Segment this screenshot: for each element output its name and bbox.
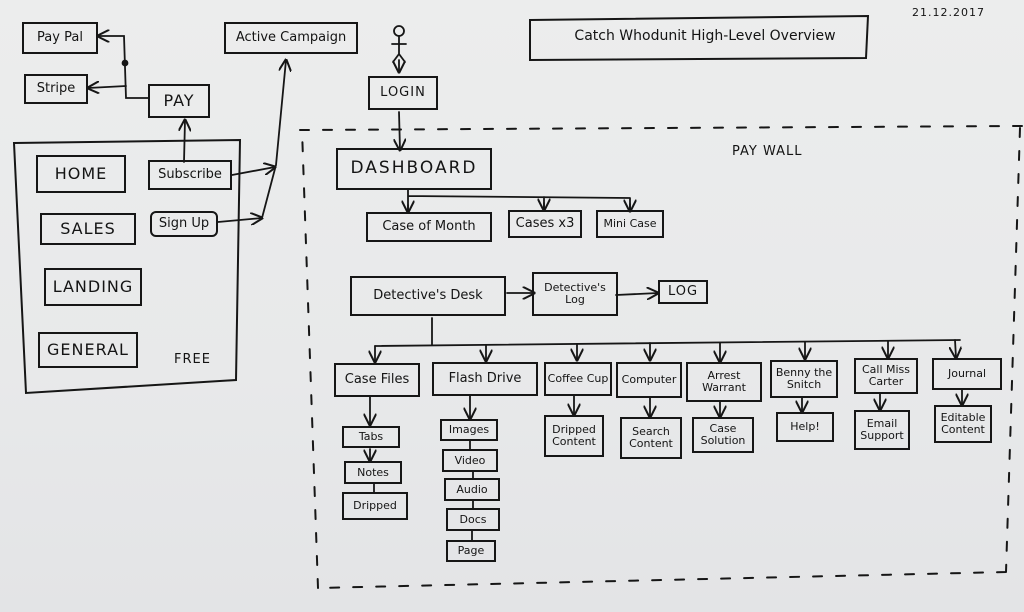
mini-case-box[interactable]: Mini Case (596, 210, 664, 238)
cases-x3-box[interactable]: Cases x3 (508, 210, 582, 238)
case-solution-box[interactable]: Case Solution (692, 417, 754, 453)
journal-box[interactable]: Journal (932, 358, 1002, 390)
detectives-desk-box[interactable]: Detective's Desk (350, 276, 506, 316)
login-box[interactable]: LOGIN (368, 76, 438, 110)
detectives-log-box[interactable]: Detective's Log (532, 272, 618, 316)
sketch-date: 21.12.2017 (912, 6, 985, 19)
notes-box[interactable]: Notes (344, 461, 402, 484)
pay-box[interactable]: PAY (148, 84, 210, 118)
help-box[interactable]: Help! (776, 412, 834, 442)
stripe-box[interactable]: Stripe (24, 74, 88, 104)
computer-box[interactable]: Computer (616, 362, 682, 398)
paywall-label: PAY WALL (732, 144, 803, 159)
benny-the-snitch-box[interactable]: Benny the Snitch (770, 360, 838, 398)
search-content-box[interactable]: Search Content (620, 417, 682, 459)
page-box[interactable]: Page (446, 540, 496, 562)
home-page-box[interactable]: HOME (36, 155, 126, 193)
sign-up-button[interactable]: Sign Up (150, 211, 218, 237)
editable-content-box[interactable]: Editable Content (934, 405, 992, 443)
dripped-box[interactable]: Dripped (342, 492, 408, 520)
user-actor-icon (392, 22, 408, 62)
paypal-box[interactable]: Pay Pal (22, 22, 98, 54)
images-box[interactable]: Images (440, 419, 498, 441)
tabs-box[interactable]: Tabs (342, 426, 400, 448)
dripped-content-box[interactable]: Dripped Content (544, 415, 604, 457)
docs-box[interactable]: Docs (446, 508, 500, 531)
audio-box[interactable]: Audio (444, 478, 500, 501)
arrest-warrant-box[interactable]: Arrest Warrant (686, 362, 762, 402)
call-miss-carter-box[interactable]: Call Miss Carter (854, 358, 918, 394)
case-of-month-box[interactable]: Case of Month (366, 212, 492, 242)
subscribe-button[interactable]: Subscribe (148, 160, 232, 190)
free-zone-label: FREE (174, 352, 211, 367)
active-campaign-box[interactable]: Active Campaign (224, 22, 358, 54)
dashboard-box[interactable]: DASHBOARD (336, 148, 492, 190)
landing-page-box[interactable]: LANDING (44, 268, 142, 306)
page-title: Catch Whodunit High-Level Overview (574, 28, 836, 44)
video-box[interactable]: Video (442, 449, 498, 472)
sales-page-box[interactable]: SALES (40, 213, 136, 245)
email-support-box[interactable]: Email Support (854, 410, 910, 450)
general-page-box[interactable]: GENERAL (38, 332, 138, 368)
log-box[interactable]: LOG (658, 280, 708, 304)
flash-drive-box[interactable]: Flash Drive (432, 362, 538, 396)
case-files-box[interactable]: Case Files (334, 363, 420, 397)
coffee-cup-box[interactable]: Coffee Cup (544, 362, 612, 396)
